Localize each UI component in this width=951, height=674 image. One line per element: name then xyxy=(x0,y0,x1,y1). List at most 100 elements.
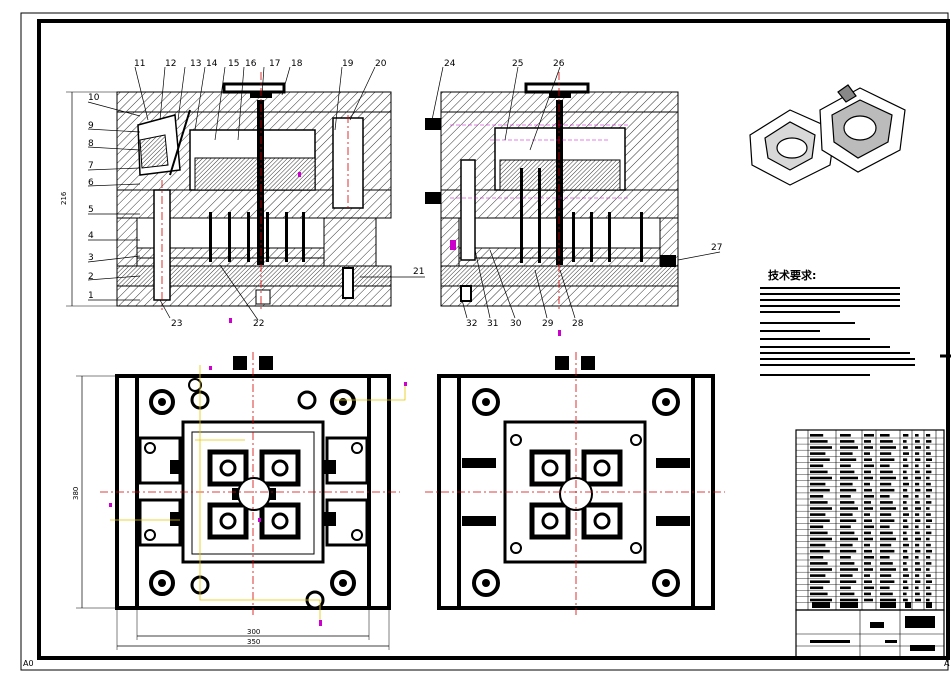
bom-cell-text xyxy=(810,562,828,565)
bom-cell-text xyxy=(915,592,920,596)
callout-22: 22 xyxy=(253,319,264,329)
left-callout-labels: 1 2 3 4 5 6 7 8 9 10 11 12 13 14 15 16 1… xyxy=(88,59,424,329)
bom-cell-text xyxy=(926,501,932,504)
tech-requirements-title: 技术要求: xyxy=(768,268,816,282)
bom-cell-text xyxy=(915,549,921,553)
bom-cell-text xyxy=(926,513,931,516)
bom-cell-text xyxy=(903,501,907,504)
bom-cell-text xyxy=(926,586,931,590)
callout-11: 11 xyxy=(134,59,145,69)
bom-cell-text xyxy=(840,488,857,492)
bom-cell-text xyxy=(864,568,873,571)
bom-cell-text xyxy=(810,464,824,468)
bom-cell-text xyxy=(880,440,893,443)
bom-cell-text xyxy=(915,458,921,461)
bom-table-rows xyxy=(796,434,944,603)
bom-cell-text xyxy=(915,580,921,583)
bom-cell-text xyxy=(903,556,909,559)
bom-cell-text xyxy=(840,580,857,583)
bom-cell-text xyxy=(810,495,824,498)
bom-cell-text xyxy=(810,440,828,443)
bom-cell-text xyxy=(840,525,851,529)
bom-cell-text xyxy=(840,574,853,577)
bom-cell-text xyxy=(810,568,832,571)
bom-cell-text xyxy=(864,598,873,602)
bom-cell-text xyxy=(915,470,920,474)
bom-cell-text xyxy=(903,476,908,480)
bom-cell-text xyxy=(926,458,932,461)
bom-cell-text xyxy=(880,531,893,535)
bom-cell-text xyxy=(926,470,932,474)
sheet-size-label-right: A xyxy=(944,659,950,668)
callout-29: 29 xyxy=(542,319,554,329)
callout-32: 32 xyxy=(466,319,477,329)
bom-cell-text xyxy=(915,440,920,443)
bom-cell-text xyxy=(810,580,830,583)
svg-text:216: 216 xyxy=(60,191,68,205)
callout-5: 5 xyxy=(88,205,94,215)
bom-cell-text xyxy=(864,525,874,529)
bom-cell-text xyxy=(864,482,870,486)
bom-cell-text xyxy=(864,586,874,590)
bom-cell-text xyxy=(915,513,920,516)
bom-cell-text xyxy=(840,470,855,474)
bom-cell-text xyxy=(840,458,857,461)
callout-3: 3 xyxy=(88,253,94,263)
callout-12: 12 xyxy=(165,59,176,69)
bom-cell-text xyxy=(903,592,907,596)
bom-cell-text xyxy=(840,586,851,590)
callout-17: 17 xyxy=(269,59,280,69)
bom-cell-text xyxy=(926,507,930,510)
right-callouts xyxy=(431,66,721,319)
callout-6: 6 xyxy=(88,178,94,188)
bom-cell-text xyxy=(903,507,908,510)
bom-cell-text xyxy=(810,476,832,480)
bom-cell-text xyxy=(903,440,907,443)
bom-cell-text xyxy=(926,568,930,571)
bom-cell-text xyxy=(880,476,896,480)
bom-cell-text xyxy=(915,525,919,529)
bom-cell-text xyxy=(840,440,855,443)
bom-cell-text xyxy=(810,501,828,504)
callout-7: 7 xyxy=(88,161,94,171)
callout-13: 13 xyxy=(190,59,201,69)
bom-cell-text xyxy=(810,519,830,522)
bom-cell-text xyxy=(810,574,826,577)
bom-cell-text xyxy=(926,580,932,583)
bom-cell-text xyxy=(810,488,830,492)
bom-cell-text xyxy=(903,531,907,535)
bom-cell-text xyxy=(810,452,826,455)
bom-cell-text xyxy=(903,549,908,553)
bom-cell-text xyxy=(864,580,872,583)
callout-23: 23 xyxy=(171,319,182,329)
bom-cell-text xyxy=(810,513,826,516)
dimension-plan-left: 380 300 350 xyxy=(72,375,390,650)
bom-cell-text xyxy=(880,598,896,602)
bom-cell-text xyxy=(880,556,890,559)
bom-cell-text xyxy=(915,598,921,602)
callout-2: 2 xyxy=(88,272,94,282)
bom-cell-text xyxy=(926,556,931,559)
bom-cell-text xyxy=(840,507,858,510)
bom-cell-text xyxy=(915,501,920,504)
bom-cell-text xyxy=(915,519,921,522)
bom-cell-text xyxy=(903,574,909,577)
bom-cell-text xyxy=(880,592,893,596)
bom-cell-text xyxy=(915,568,921,571)
bom-cell-text xyxy=(915,586,919,590)
callout-21: 21 xyxy=(413,267,424,277)
bom-cell-text xyxy=(903,562,907,565)
bom-cell-text xyxy=(864,488,872,492)
bom-cell-text xyxy=(903,470,907,474)
bom-cell-text xyxy=(864,549,872,553)
bom-cell-text xyxy=(880,586,890,590)
bom-cell-text xyxy=(810,458,830,461)
callout-10: 10 xyxy=(88,93,100,103)
bom-cell-text xyxy=(864,501,871,504)
bom-cell-text xyxy=(926,543,931,547)
bom-cell-text xyxy=(880,488,895,492)
bom-cell-text xyxy=(880,470,893,474)
bom-cell-text xyxy=(864,446,873,449)
bom-cell-text xyxy=(880,562,893,565)
